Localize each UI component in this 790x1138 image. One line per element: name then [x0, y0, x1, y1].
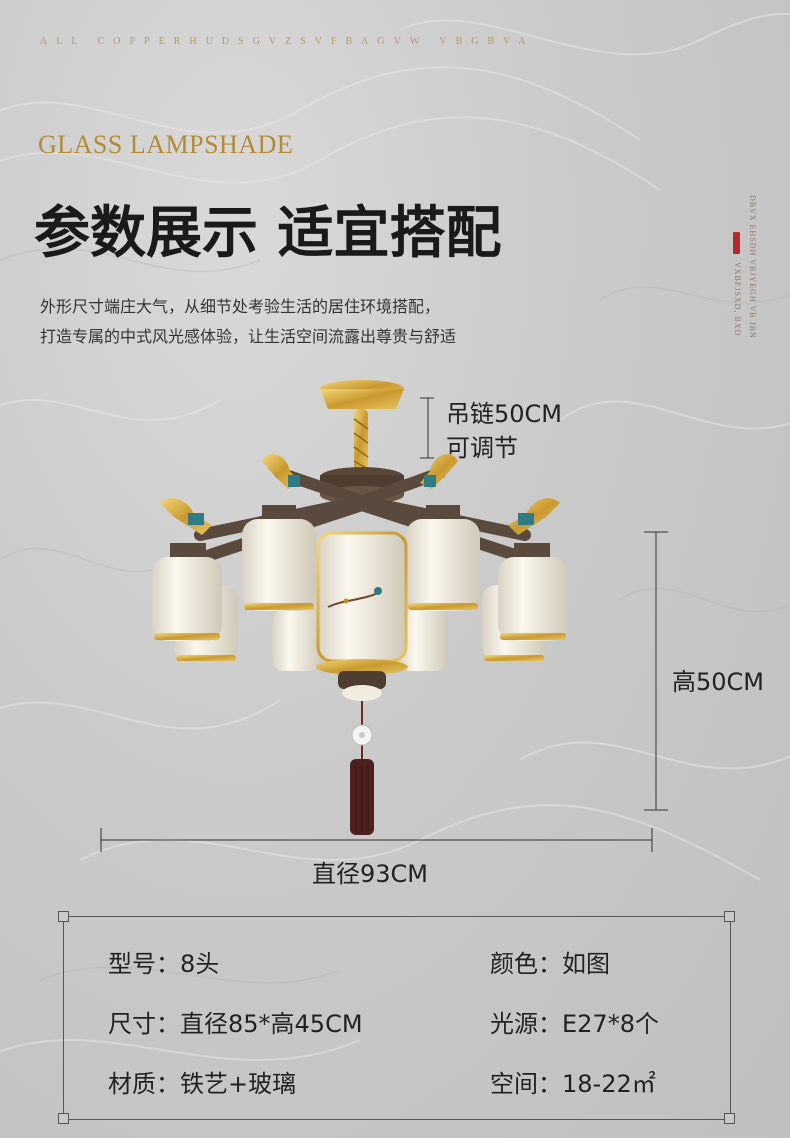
- height-dimension-line: [644, 531, 668, 811]
- spec-model: 型号：8头: [108, 950, 220, 978]
- vertical-text-2: VXBFJSXD, BXD: [733, 262, 742, 337]
- chain-adjustable-label: 可调节: [446, 434, 518, 462]
- diameter-dimension-line: [100, 828, 653, 852]
- diameter-label: 直径93CM: [312, 860, 429, 888]
- chain-dimension-bracket: [420, 397, 434, 459]
- spec-size: 尺寸：直径85*高45CM: [108, 1010, 363, 1038]
- vertical-text-1: DBVX EHSDH VBJYEGH VB JBN: [748, 195, 757, 339]
- frame-corner-tl: [58, 911, 69, 922]
- frame-corner-tr: [724, 911, 735, 922]
- red-seal-stamp: [733, 232, 740, 254]
- height-label: 高50CM: [672, 668, 765, 696]
- decorative-letters: ALL COPPERHUDSGVZSVFBAGVW VBGBVA: [40, 36, 535, 47]
- spec-table-frame: [63, 916, 731, 1120]
- description-line-2: 打造专属的中式风光感体验，让生活空间流露出尊贵与舒适: [40, 327, 457, 346]
- frame-corner-br: [724, 1113, 735, 1124]
- spec-space: 空间：18-22㎡: [490, 1070, 656, 1098]
- page-title: 参数展示 适宜搭配: [34, 201, 502, 266]
- chain-length-label: 吊链50CM: [446, 400, 563, 428]
- description: 外形尺寸端庄大气，从细节处考验生活的居住环境搭配， 打造专属的中式风光感体验，让…: [40, 292, 600, 352]
- frame-corner-bl: [58, 1113, 69, 1124]
- spec-material: 材质：铁艺+玻璃: [108, 1070, 297, 1098]
- spec-color: 颜色：如图: [490, 950, 610, 978]
- spec-light-source: 光源：E27*8个: [490, 1010, 659, 1038]
- chandelier-image: [152, 380, 568, 835]
- description-line-1: 外形尺寸端庄大气，从细节处考验生活的居住环境搭配，: [40, 297, 441, 316]
- section-subtitle: GLASS LAMPSHADE: [38, 130, 294, 159]
